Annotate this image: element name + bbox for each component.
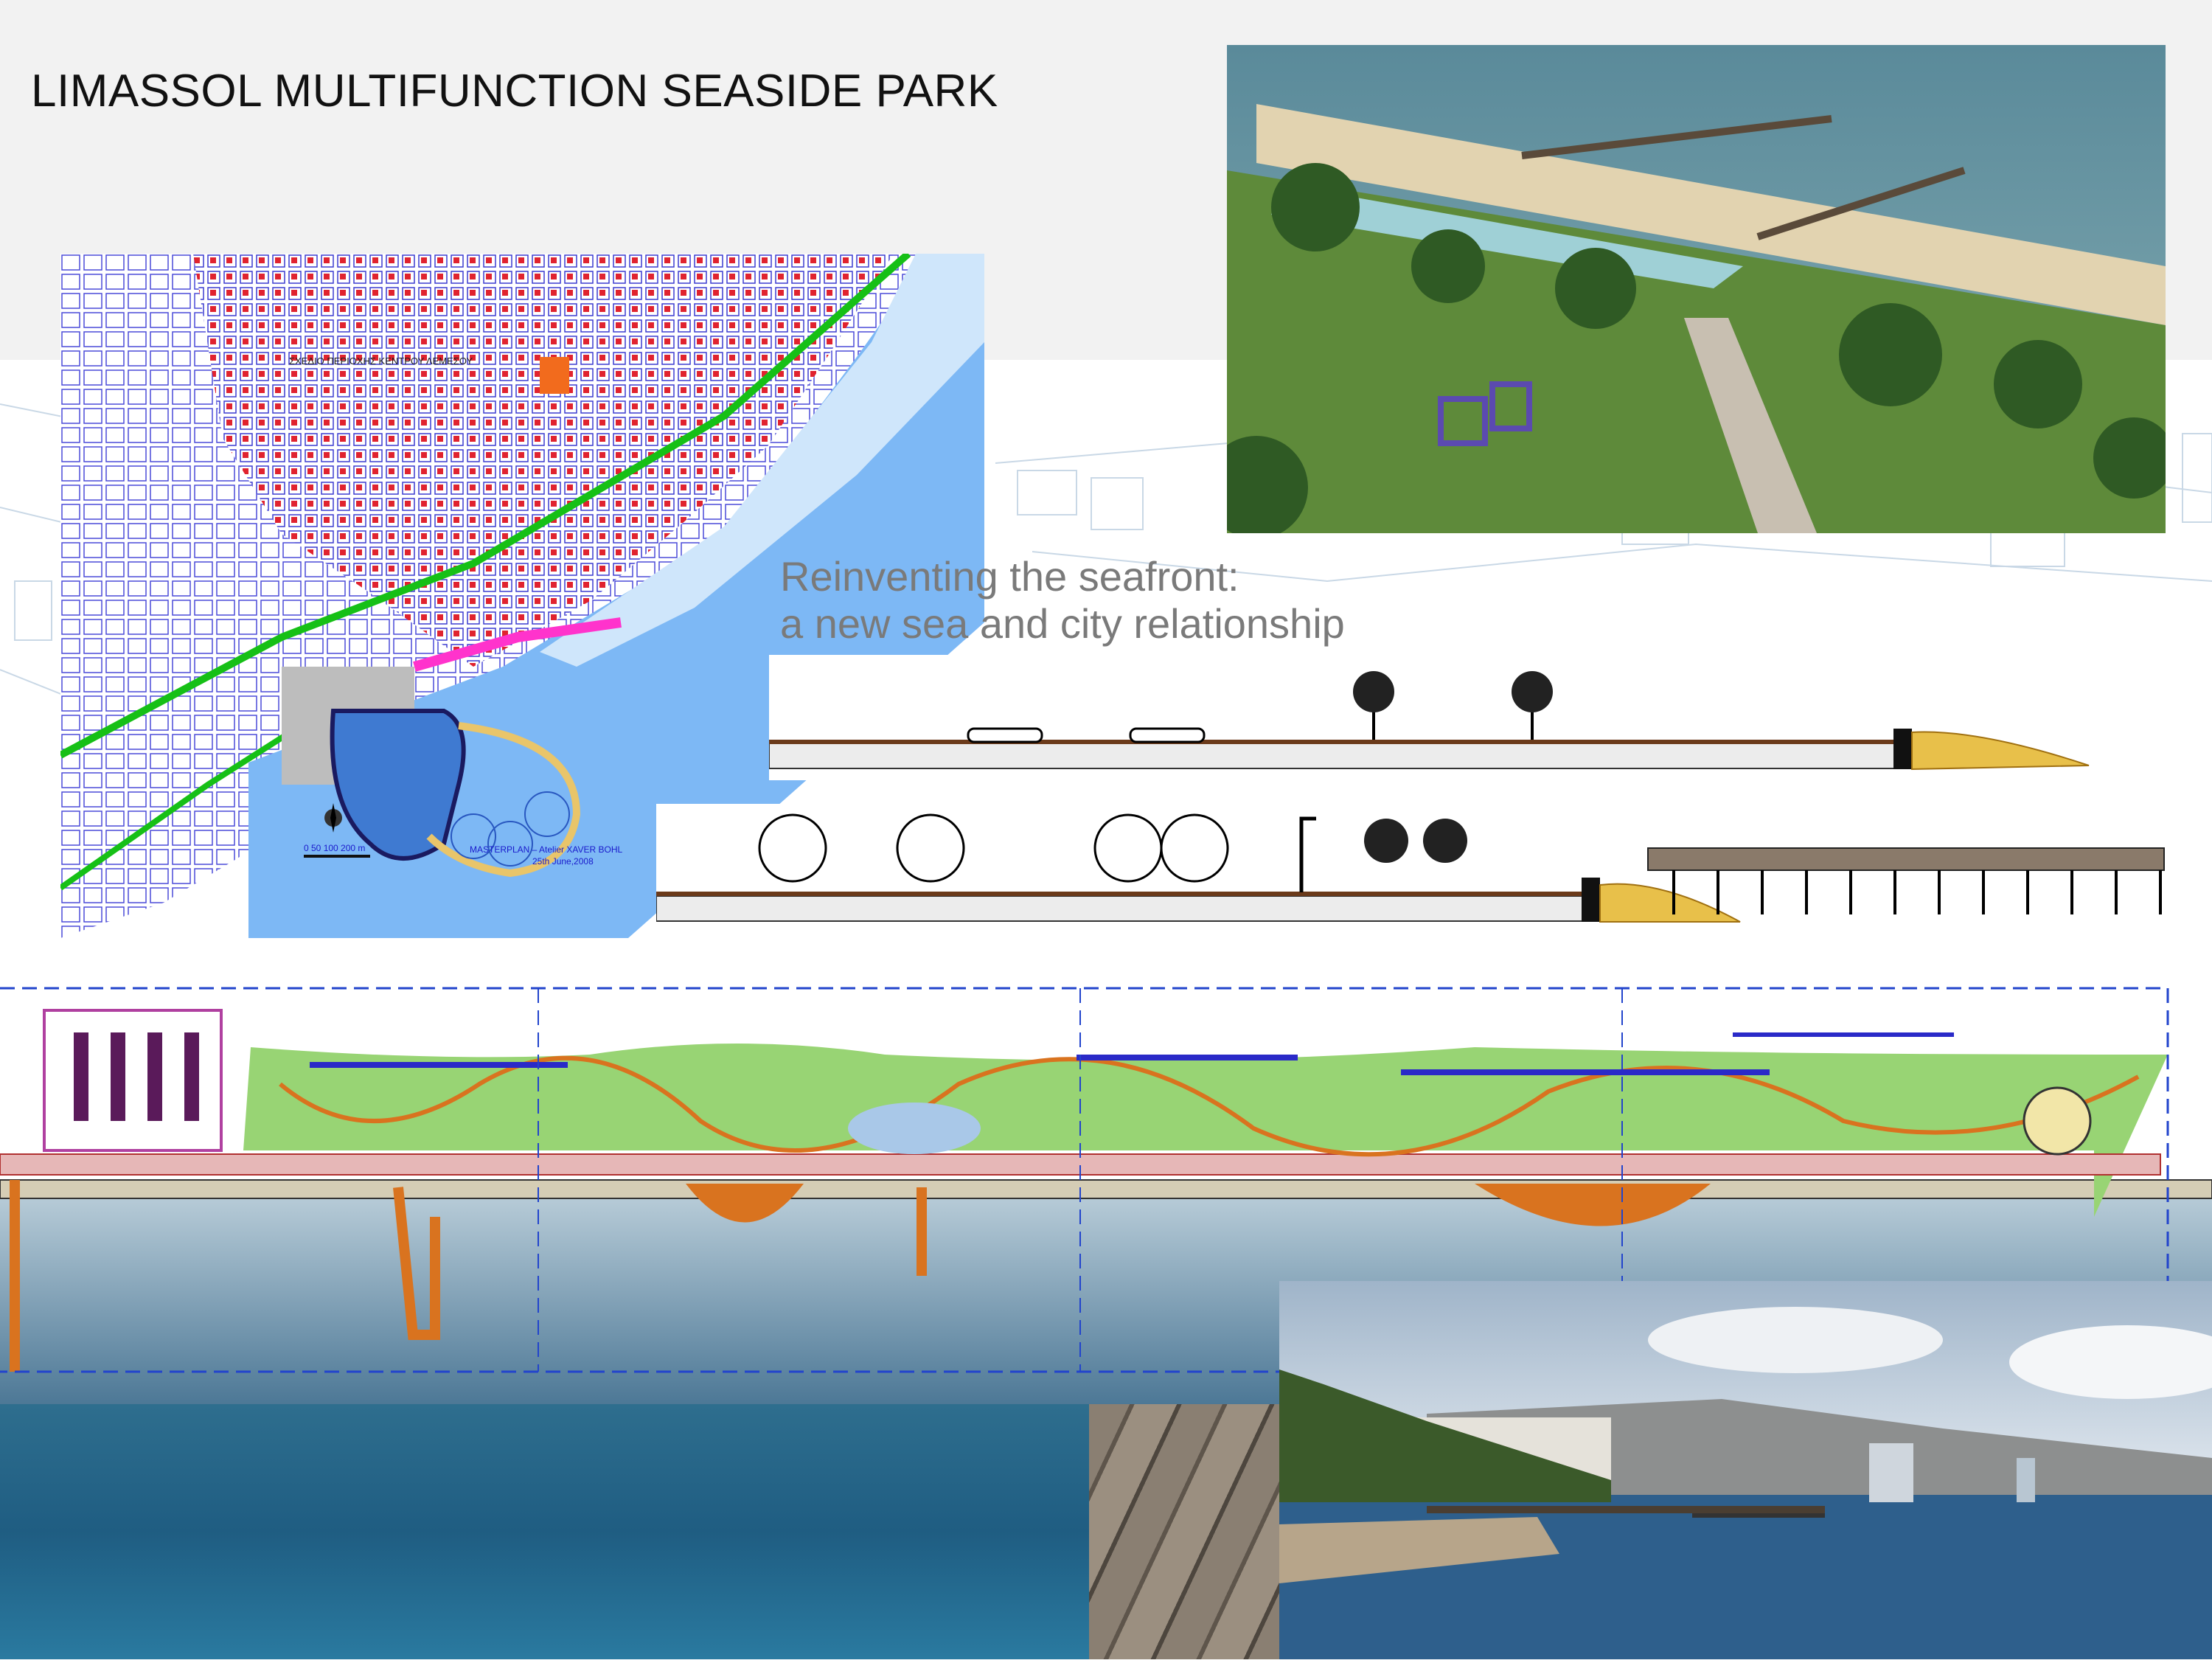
sea-water-photo <box>0 1404 1089 1659</box>
palm-tree-icon <box>1512 671 1553 740</box>
map-credit: MASTERPLAN – Atelier XAVER BOHL <box>470 844 623 855</box>
car-icon <box>1129 727 1206 743</box>
tree-icon <box>1093 813 1163 883</box>
subtitle-line-2: a new sea and city relationship <box>780 600 1345 647</box>
wooden-deck-photo <box>1089 1404 1279 1659</box>
subtitle-line-1: Reinventing the seafront: <box>780 553 1239 600</box>
compass-icon <box>324 803 342 833</box>
car-icon <box>967 727 1043 743</box>
map-area-label: ΣΧΕΔΙΟ ΠΕΡΙΟΧΗΣ ΚΕΝΤΡΟΥ ΛΕΜΕΣΟΥ <box>289 355 473 367</box>
palm-tree-icon <box>1423 819 1467 863</box>
tree-icon <box>1160 813 1229 883</box>
street-section-1 <box>769 655 2172 780</box>
seaside-park-aerial-photo <box>1227 45 2166 533</box>
street-lamp-icon <box>1299 816 1316 892</box>
palm-tree-icon <box>1364 819 1408 863</box>
tree-icon <box>896 813 965 883</box>
tree-icon <box>758 813 827 883</box>
page-title: LIMASSOL MULTIFUNCTION SEASIDE PARK <box>31 66 998 117</box>
street-section-2 <box>656 804 2172 938</box>
scale-bar <box>304 855 370 858</box>
map-date: 25th June,2008 <box>532 856 594 867</box>
limassol-seafront-photo <box>1279 1281 2212 1659</box>
subtitle: Reinventing the seafront: a new sea and … <box>780 553 1345 648</box>
scale-label: 0 50 100 200 m <box>304 843 365 853</box>
palm-tree-icon <box>1353 671 1394 740</box>
